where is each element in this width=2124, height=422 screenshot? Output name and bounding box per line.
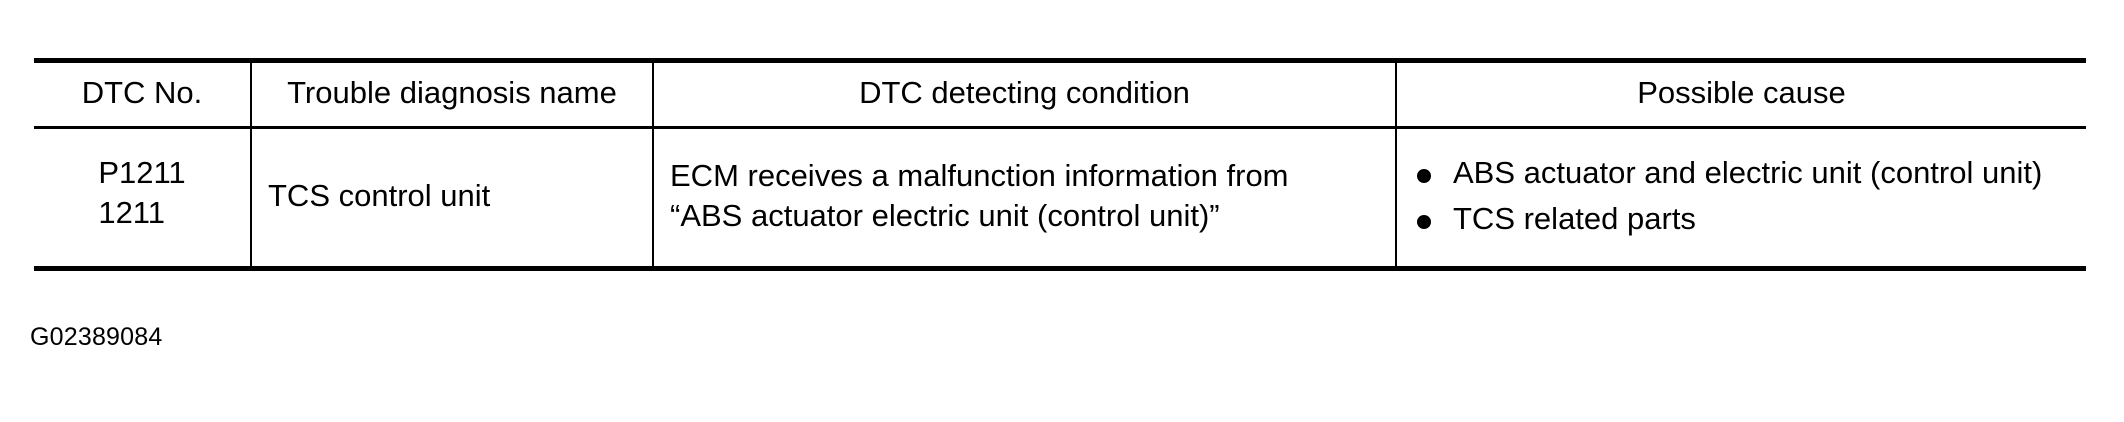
column-header-dtc-detecting-condition: DTC detecting condition (652, 58, 1396, 129)
table-header-row: DTC No. Trouble diagnosis name DTC detec… (34, 58, 2086, 129)
list-item: TCS related parts (1413, 199, 2070, 239)
dtc-table: DTC No. Trouble diagnosis name DTC detec… (34, 58, 2086, 271)
bullet-icon (1417, 214, 1431, 229)
dtc-code-secondary: 1211 (98, 195, 165, 231)
cell-trouble-diagnosis-name: TCS control unit (250, 127, 653, 271)
table-row: P1211 1211 TCS control unit ECM receives… (34, 127, 2086, 271)
cell-dtc-no: P1211 1211 (34, 127, 251, 271)
possible-cause-list: ABS actuator and electric unit (control … (1413, 153, 2070, 240)
possible-cause-text: ABS actuator and electric unit (control … (1453, 155, 2043, 190)
dtc-code-primary: P1211 (98, 155, 186, 190)
possible-cause-text: TCS related parts (1453, 201, 1696, 237)
column-header-possible-cause: Possible cause (1395, 58, 2086, 129)
list-item: ABS actuator and electric unit (control … (1413, 153, 2070, 193)
cell-dtc-detecting-condition: ECM receives a malfunction information f… (652, 127, 1396, 271)
bullet-icon (1417, 168, 1431, 183)
table-body: P1211 1211 TCS control unit ECM receives… (34, 127, 2086, 271)
condition-line-1: ECM receives a malfunction information f… (670, 158, 1289, 193)
column-header-trouble-diagnosis-name: Trouble diagnosis name (250, 58, 653, 129)
table-header: DTC No. Trouble diagnosis name DTC detec… (34, 58, 2086, 129)
column-header-dtc-no: DTC No. (34, 58, 251, 129)
figure-id-caption: G02389084 (30, 323, 163, 351)
cell-possible-cause: ABS actuator and electric unit (control … (1395, 127, 2086, 271)
condition-line-2: “ABS actuator electric unit (control uni… (670, 198, 1220, 234)
dtc-code-group: P1211 1211 (98, 153, 185, 234)
